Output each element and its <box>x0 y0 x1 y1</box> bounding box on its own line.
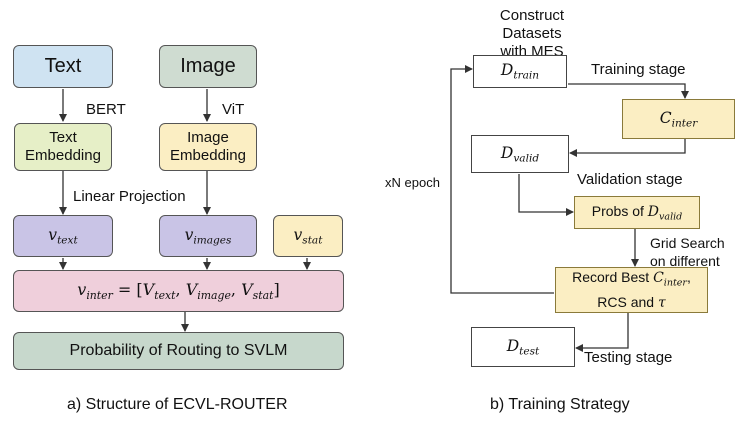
linear-projection-label: Linear Projection <box>73 188 186 205</box>
grid-search-label: Grid Search on different <box>650 234 725 270</box>
training-stage-label: Training stage <box>591 61 686 78</box>
right-title: Construct Datasets with MES <box>470 7 594 61</box>
grid-search-line1: Grid Search <box>650 235 725 251</box>
record-best-line1: Record Best Cinter, <box>572 269 691 289</box>
arrow-dvalid-to-probs <box>518 174 574 216</box>
right-caption: b) Training Strategy <box>490 396 630 413</box>
arrow-dtrain-to-cinter <box>568 83 689 99</box>
image-input-box: Image <box>159 45 257 88</box>
c-inter-math: Cinter <box>659 108 698 130</box>
v-stat-math: vstat <box>293 225 323 247</box>
v-inter-equation: vinter = [Vtext, Vimage, Vstat] <box>77 280 280 302</box>
probs-box: Probs of Dvalid <box>574 196 700 229</box>
d-test-math: Dtest <box>506 336 540 358</box>
v-images-box: vimages <box>159 215 257 257</box>
v-images-math: vimages <box>184 225 232 247</box>
text-embedding-line1: Text <box>49 129 77 146</box>
c-inter-box: Cinter <box>622 99 735 139</box>
text-input-box: Text <box>13 45 113 88</box>
epoch-label: xN epoch <box>385 175 440 190</box>
d-train-box: Dtrain <box>473 55 567 88</box>
probability-label: Probability of Routing to SVLM <box>69 342 288 359</box>
right-title-line1: Construct Datasets <box>499 7 565 42</box>
text-embedding-line2: Embedding <box>25 147 101 164</box>
testing-stage-label: Testing stage <box>584 349 673 366</box>
arrow-cinter-to-dvalid <box>569 139 686 157</box>
image-input-label: Image <box>180 55 236 77</box>
d-valid-math: Dvalid <box>500 143 540 165</box>
text-embedding-box: Text Embedding <box>14 123 112 171</box>
vit-label: ViT <box>222 101 245 118</box>
bert-label: BERT <box>86 101 126 118</box>
text-input-label: Text <box>44 55 82 77</box>
d-train-math: Dtrain <box>500 61 540 82</box>
arrow-record-to-dtest <box>575 312 629 352</box>
validation-stage-label: Validation stage <box>577 171 683 188</box>
d-valid-box: Dvalid <box>471 135 569 173</box>
probability-box: Probability of Routing to SVLM <box>13 332 344 370</box>
left-caption: a) Structure of ECVL-ROUTER <box>67 396 288 413</box>
grid-search-line2: on different <box>650 253 720 269</box>
v-stat-box: vstat <box>273 215 343 257</box>
record-best-line2: RCS and τ <box>597 293 666 311</box>
record-best-box: Record Best Cinter, RCS and τ <box>555 267 708 313</box>
v-text-box: vtext <box>13 215 113 257</box>
image-embedding-line2: Embedding <box>170 147 246 164</box>
v-text-math: vtext <box>48 225 78 247</box>
v-inter-box: vinter = [Vtext, Vimage, Vstat] <box>13 270 344 312</box>
d-test-box: Dtest <box>471 327 575 367</box>
image-embedding-box: Image Embedding <box>159 123 257 171</box>
epoch-loop-line <box>450 65 554 294</box>
probs-label: Probs of Dvalid <box>591 202 683 223</box>
image-embedding-line1: Image <box>187 129 229 146</box>
